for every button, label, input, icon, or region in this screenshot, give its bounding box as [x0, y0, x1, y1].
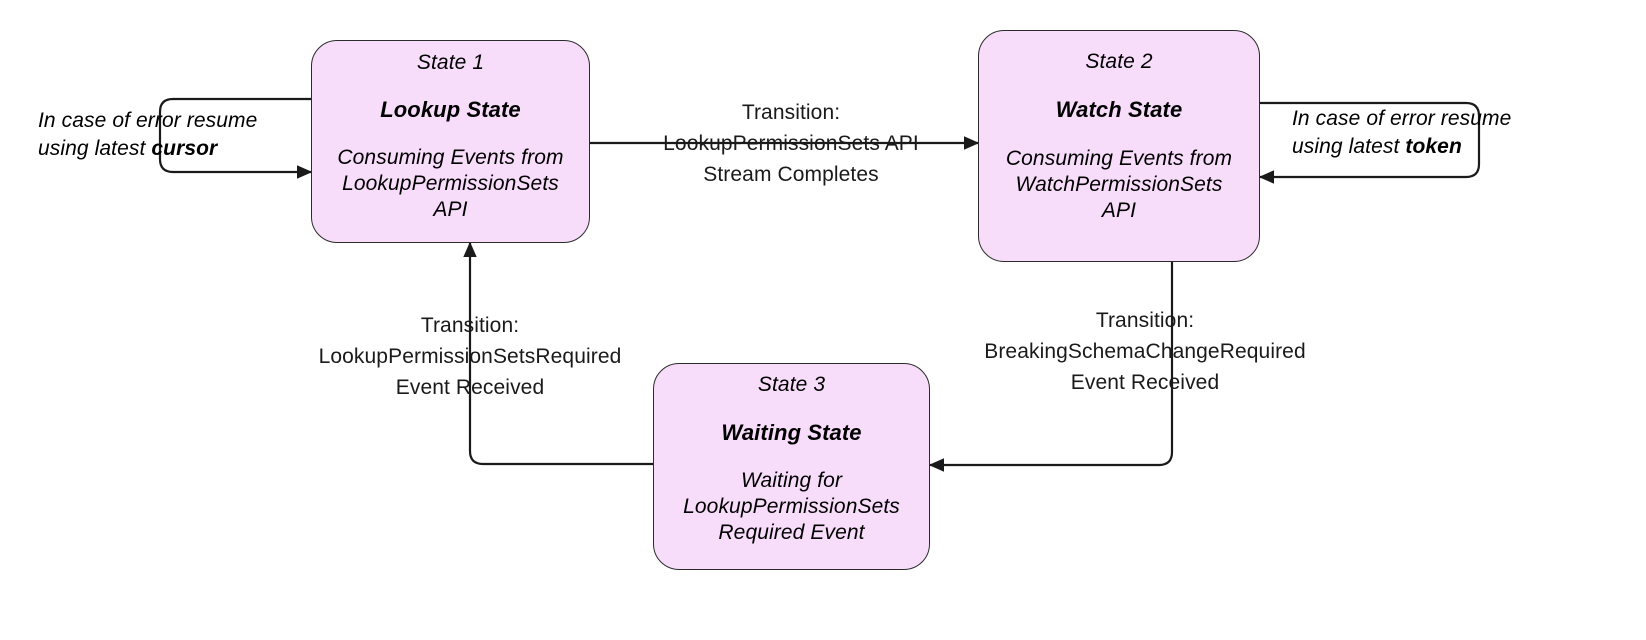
- self-loop-note-emphasis: cursor: [151, 137, 218, 160]
- self-loop-note-cursor: In case of error resume using latest cur…: [38, 107, 308, 163]
- transition-label-watch-to-waiting: Transition: BreakingSchemaChangeRequired…: [984, 309, 1306, 394]
- state-node-waiting[interactable]: State 3 Waiting State Waiting for Lookup…: [653, 363, 930, 570]
- state-description: Waiting for LookupPermissionSets Require…: [683, 469, 900, 544]
- self-loop-note-text: In case of error resume using latest: [1292, 107, 1512, 158]
- state-node-lookup[interactable]: State 1 Lookup State Consuming Events fr…: [311, 40, 590, 243]
- self-loop-note-text: In case of error resume using latest: [38, 109, 258, 160]
- state-description: Consuming Events from WatchPermissionSet…: [1005, 147, 1233, 222]
- state-node-watch[interactable]: State 2 Watch State Consuming Events fro…: [978, 30, 1260, 262]
- state-index-label: State 3: [757, 373, 826, 396]
- state-index-label: State 1: [416, 51, 485, 74]
- state-title: Waiting State: [721, 420, 862, 445]
- state-title: Lookup State: [380, 97, 521, 122]
- transition-label-waiting-to-lookup: Transition: LookupPermissionSetsRequired…: [318, 314, 622, 399]
- state-description: Consuming Events from LookupPermissionSe…: [337, 146, 564, 221]
- self-loop-note-emphasis: token: [1405, 135, 1462, 158]
- self-loop-note-token: In case of error resume using latest tok…: [1292, 105, 1572, 161]
- state-index-label: State 2: [1085, 50, 1153, 73]
- state-title: Watch State: [1055, 97, 1183, 122]
- transition-label-lookup-to-watch: Transition: LookupPermissionSets API Str…: [663, 101, 919, 186]
